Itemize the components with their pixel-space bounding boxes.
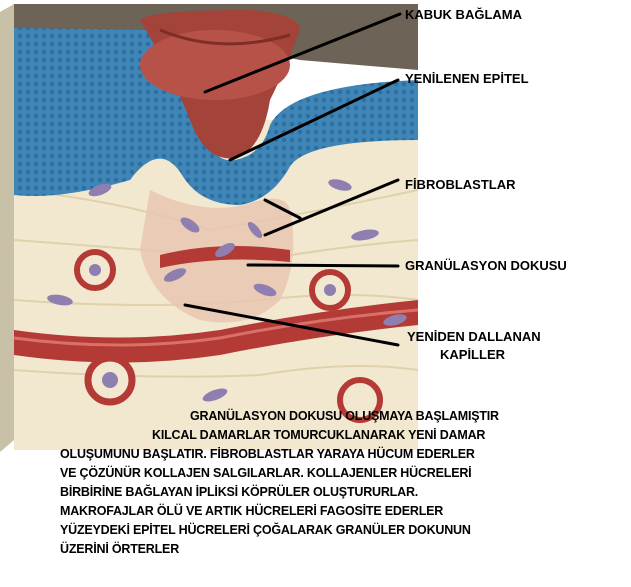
caption-line-3: OLUŞUMUNU BAŞLATIR. FİBROBLASTLAR YARAYA… — [60, 446, 475, 463]
label-yenilenen-epitel: YENİLENEN EPİTEL — [405, 71, 529, 86]
caption-line-7: YÜZEYDEKİ EPİTEL HÜCRELERİ ÇOĞALARAK GRA… — [60, 522, 471, 539]
label-fibroblastlar: FİBROBLASTLAR — [405, 177, 516, 192]
caption-line-6: MAKROFAJLAR ÖLÜ VE ARTIK HÜCRELERİ FAGOS… — [60, 503, 443, 520]
caption-line-2: KILCAL DAMARLAR TOMURCUKLANARAK YENİ DAM… — [152, 427, 485, 444]
label-kapiller-line-2: KAPİLLER — [440, 347, 506, 362]
caption-line-4: VE ÇÖZÜNÜR KOLLAJEN SALGILARLAR. KOLLAJE… — [60, 465, 471, 482]
label-kapiller-line-1: YENİDEN DALLANAN — [407, 329, 541, 344]
caption-line-8: ÜZERİNİ ÖRTERLER — [60, 541, 179, 558]
label-granulasyon-dokusu: GRANÜLASYON DOKUSU — [405, 258, 567, 273]
tissue-block-side — [0, 4, 14, 452]
caption-line-5: BİRBİRİNE BAĞLAYAN İPLİKSİ KÖPRÜLER OLUŞ… — [60, 484, 418, 501]
label-kabuk-baglama: KABUK BAĞLAMA — [405, 7, 523, 22]
caption-line-1: GRANÜLASYON DOKUSU OLUŞMAYA BAŞLAMIŞTIR — [190, 408, 499, 425]
